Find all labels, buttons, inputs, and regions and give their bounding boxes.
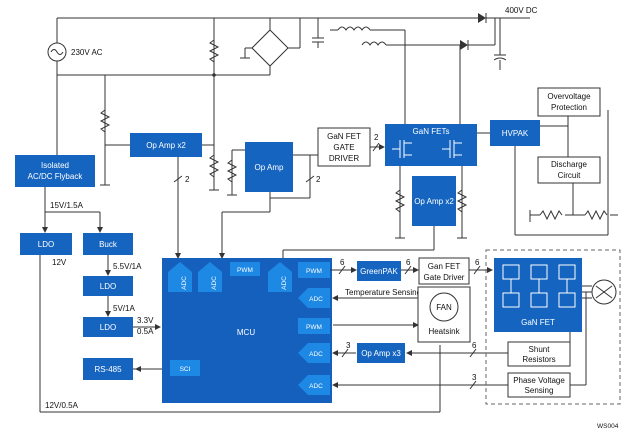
rs485-block	[83, 358, 133, 380]
greenpak-label: GreenPAK	[360, 267, 398, 276]
mcu-label: MCU	[237, 328, 255, 337]
rail-12v-label: 12V	[52, 258, 67, 267]
inverter-fet-grid-icon	[502, 264, 576, 308]
figure-id-label: WS004	[597, 423, 619, 430]
ldo-a-label: LDO	[100, 282, 116, 291]
adc-port-1-label: ADC	[181, 276, 188, 290]
adc-port-4-label: ADC	[309, 296, 323, 303]
opamp-x2-right-block	[412, 176, 456, 226]
gan-driver-bottom-label-2: Gate Driver	[424, 273, 465, 282]
gan-gate-driver-bottom-block	[418, 257, 470, 285]
bus-count-driver-inverter: 6	[475, 258, 480, 267]
bus-count-opamp-mid: 2	[316, 175, 321, 184]
discharge-label-2: Circuit	[558, 171, 581, 180]
gan-driver-top-label-2: GATE	[333, 143, 354, 152]
shunt-label-1: Shunt	[529, 345, 551, 354]
opamp-mid-label: Op Amp	[255, 163, 284, 172]
temperature-sensing-label: Temperature Sensing	[345, 288, 421, 297]
overvoltage-label-2: Protection	[551, 103, 587, 112]
pwm-port-top-label: PWM	[237, 267, 253, 274]
hvpak-block	[490, 120, 540, 146]
gan-fet-inverter-label: GaN FET	[521, 318, 555, 327]
gan-driver-top-label-3: DRIVER	[329, 154, 359, 163]
bus-count-pwm-greenpak: 6	[340, 258, 345, 267]
rail-5v5-label: 5.5V/1A	[113, 262, 142, 271]
ac-input-section: 230V AC	[47, 17, 530, 155]
resistor-divider-right	[226, 150, 238, 196]
ldo-b-block	[83, 317, 133, 337]
adc-port-5-label: ADC	[309, 351, 323, 358]
overvoltage-label-1: Overvoltage	[547, 92, 591, 101]
ldo-main-label: LDO	[38, 240, 54, 249]
fan-icon	[429, 292, 459, 322]
rail-15v-label: 15V/1.5A	[50, 201, 84, 210]
mcu-right-ports: PWM ADC PWM ADC ADC SCI	[170, 262, 330, 395]
discharge-label-1: Discharge	[551, 160, 588, 169]
shunt-label-2: Resistors	[522, 355, 555, 364]
bus-count-opampx3-adc: 3	[346, 341, 351, 350]
dc-bus-section: 400V DC	[460, 6, 538, 70]
shunt-resistors-top-icon	[394, 166, 468, 239]
rail-3v3-label: 3.3V	[137, 316, 154, 325]
rail-0v5a-label: 0.5A	[137, 327, 154, 336]
heatsink-label: Heatsink	[428, 327, 460, 336]
pwm-port-1-label: PWM	[306, 268, 322, 275]
shunt-resistors-block	[507, 341, 571, 367]
gan-driver-bottom-label-1: Gan FET	[428, 262, 461, 271]
rail-5v-label: 5V/1A	[113, 304, 135, 313]
pfc-inductor-icon	[330, 26, 460, 46]
buck-label: Buck	[99, 240, 118, 249]
bus-count-driver-fets: 2	[374, 133, 379, 142]
flyback-block	[15, 155, 95, 187]
adc-port-3-label: ADC	[281, 276, 288, 290]
discharge-block	[537, 156, 601, 184]
phase-voltage-label-2: Sensing	[525, 386, 554, 395]
dc-bus-label: 400V DC	[505, 6, 538, 15]
hvpak-label: HVPAK	[502, 129, 529, 138]
flyback-label-1: Isolated	[41, 161, 69, 170]
gan-fets-label: GaN FETs	[413, 127, 450, 136]
mcu-adc-ports-top: ADC ADC PWM ADC	[168, 262, 292, 292]
greenpak-block	[357, 261, 401, 281]
sci-port-label: SCI	[180, 366, 191, 373]
phase-voltage-label-1: Phase Voltage	[513, 376, 565, 385]
bus-count-opamp-left: 2	[185, 175, 190, 184]
ac-source-label: 230V AC	[71, 48, 103, 57]
resistor-divider-left	[99, 75, 111, 186]
adc-port-2-label: ADC	[211, 276, 218, 290]
gan-gate-driver-top-block	[317, 127, 371, 167]
opamp-x2-left-block	[130, 133, 202, 157]
input-capacitor-icon	[312, 18, 324, 48]
adc-port-6-label: ADC	[309, 383, 323, 390]
fan-label: FAN	[436, 303, 452, 312]
opamp-x2-left-label: Op Amp x2	[146, 141, 186, 150]
buck-block	[83, 233, 133, 255]
ldo-main-block	[20, 233, 72, 255]
gan-fet-transistor-icon	[392, 140, 462, 158]
opamp-mid-block	[245, 142, 293, 192]
bus-count-phase-adc: 3	[472, 373, 477, 382]
overvoltage-block	[537, 87, 601, 117]
inverter-dashed-region	[485, 249, 621, 405]
ldo-b-label: LDO	[100, 323, 116, 332]
diode-bridge-icon	[240, 18, 301, 75]
bus-count-shunt-opamp: 6	[472, 341, 477, 350]
bus-count-greenpak-driver: 6	[406, 258, 411, 267]
opamp-x3-label: Op Amp x3	[361, 349, 401, 358]
pwm-port-2-label: PWM	[306, 324, 322, 331]
gan-driver-top-label-1: GaN FET	[327, 132, 361, 141]
opamp-x2-right-label: Op Amp x2	[414, 197, 454, 206]
resistor-divider-mid	[208, 18, 220, 191]
flyback-label-2: AC/DC Flyback	[28, 172, 84, 181]
gan-fet-inverter-block	[494, 258, 582, 332]
motor-icon	[569, 279, 617, 385]
rail-12v-bottom-label: 12V/0.5A	[45, 401, 79, 410]
rs485-label: RS-485	[94, 365, 122, 374]
opamp-x3-block	[357, 343, 405, 363]
ldo-a-block	[83, 276, 133, 296]
